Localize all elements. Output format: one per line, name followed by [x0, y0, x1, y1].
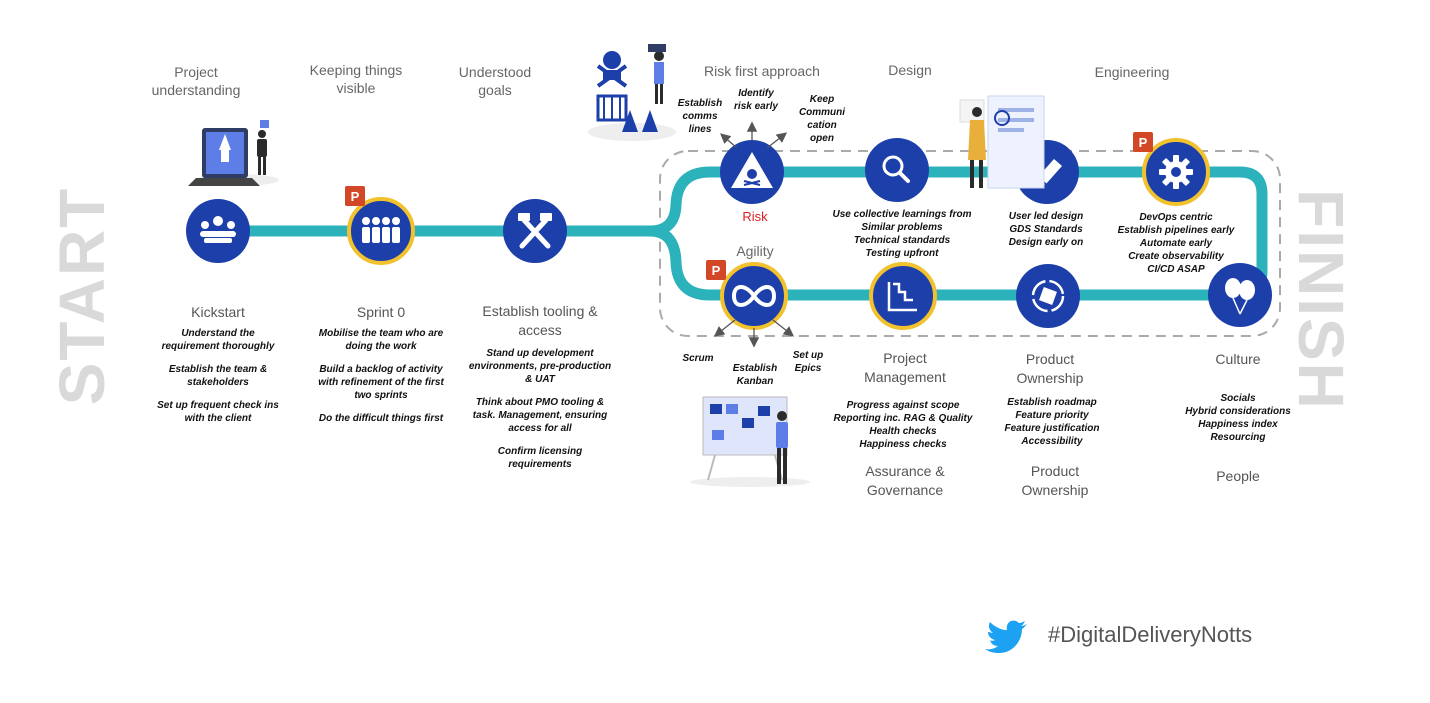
twitter-icon: [985, 620, 1027, 653]
heading-design: Design: [888, 62, 932, 78]
balloons-icon: [1225, 278, 1255, 315]
powerpoint-icon: P: [345, 186, 365, 206]
infinity-icon: [731, 285, 777, 307]
risk-label: Risk: [742, 209, 768, 224]
node-agility: [720, 262, 788, 330]
laptop-rocket-illustration: [188, 120, 279, 186]
svg-text:P: P: [1139, 135, 1148, 150]
node-devops: [1142, 138, 1210, 206]
node-kickstart: [186, 199, 250, 263]
kanban-board-illustration: [690, 396, 810, 487]
meeting-icon: [200, 216, 236, 243]
chart-icon: [887, 282, 917, 312]
node-risk: [720, 140, 784, 204]
heading-understood-goals: Understood goals: [458, 64, 532, 98]
node-culture: [1208, 263, 1272, 327]
hazard-icon: [731, 152, 773, 188]
agility-arrow-left-text: Scrum: [682, 353, 714, 364]
kickstart-title: Kickstart: [191, 304, 245, 320]
heading-risk-first: Risk first approach: [704, 63, 820, 79]
powerpoint-icon: P: [706, 260, 726, 280]
designer-illustration: [959, 95, 1045, 189]
tools-icon: [519, 217, 551, 249]
svg-text:P: P: [712, 263, 721, 278]
gear-icon: [1159, 155, 1193, 189]
people-title: People: [1216, 468, 1260, 484]
cycle-box-icon: [1031, 279, 1065, 313]
powerpoint-icon: P: [1133, 132, 1153, 152]
culture-title: Culture: [1215, 351, 1261, 367]
svg-text:P: P: [351, 189, 360, 204]
node-sprint0: [347, 197, 415, 265]
heading-engineering: Engineering: [1094, 64, 1170, 80]
warning-illustration: [588, 44, 676, 141]
heading-project-understanding: Project understanding: [151, 64, 241, 98]
risk-arrows: [720, 121, 788, 149]
heading-keeping-visible: Keeping things visible: [309, 62, 403, 96]
node-design: [865, 138, 929, 202]
agility-arrows: [713, 319, 795, 348]
node-tooling: [503, 199, 567, 263]
sprint0-title: Sprint 0: [356, 304, 406, 320]
team-icon: [362, 217, 400, 243]
node-product-ownership: [1016, 264, 1080, 328]
search-icon: [882, 155, 910, 183]
agility-label: Agility: [736, 243, 774, 259]
tooling-title: Establish tooling &access: [482, 303, 598, 338]
assurance-governance-title: Assurance &Governance: [865, 463, 945, 498]
node-project-management: [869, 262, 937, 330]
hashtag-label: #DigitalDeliveryNotts: [1048, 622, 1253, 647]
delivery-track: [212, 166, 1268, 301]
